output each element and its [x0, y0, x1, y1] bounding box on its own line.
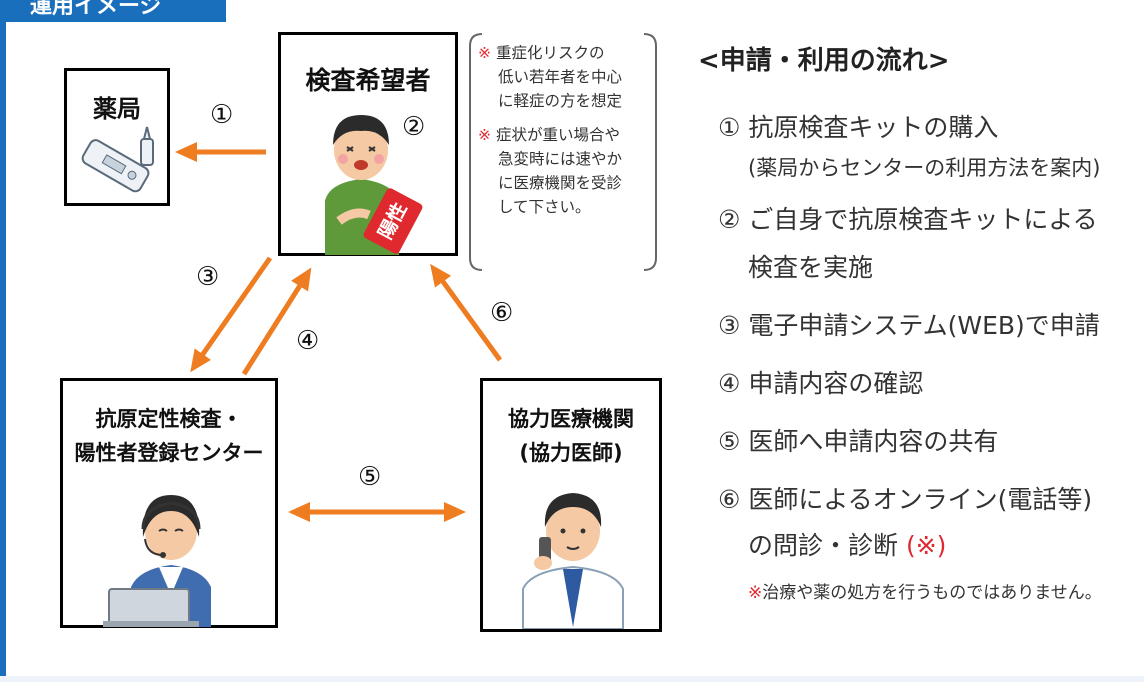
- flow-step-5-num: ⑤: [718, 427, 741, 456]
- operator-illustration: [103, 495, 211, 627]
- arrow-6: [430, 263, 503, 362]
- step-number-5: ⑤: [358, 462, 382, 492]
- flow-footnote: ※治療や薬の処方を行うものではありません。: [748, 578, 1102, 603]
- clinic-title-line1: 協力医療機関: [508, 407, 634, 431]
- note-para2-line1: 症状が重い場合や: [495, 126, 620, 144]
- note-brackets: [469, 33, 657, 271]
- frame-border: [0, 0, 6, 682]
- flow-step-1-num: ①: [718, 113, 741, 142]
- pharmacy-box: 薬局: [64, 68, 170, 206]
- note-para1-line3: に軽症の方を想定: [498, 92, 623, 110]
- flow-step-3-text: 電子申請システム(WEB)で申請: [748, 311, 1100, 340]
- arrow-4: [241, 267, 312, 376]
- flow-step-5-text: 医師へ申請内容の共有: [748, 427, 999, 456]
- bottom-strip: [0, 676, 1144, 682]
- flow-step-1-text: 抗原検査キットの購入: [748, 113, 999, 142]
- flow-step-6-num: ⑥: [718, 485, 741, 514]
- center-title-line2: 陽性者登録センター: [74, 441, 264, 465]
- step-number-6: ⑥: [490, 298, 514, 328]
- pharmacy-title: 薬局: [93, 95, 141, 123]
- footnote-mark: ※: [748, 583, 763, 603]
- step-number-4: ④: [296, 326, 320, 356]
- flow-step-2: ② ご自身で抗原検査キットによる: [718, 200, 1098, 236]
- flow-step-1-sub: (薬局からセンターの利用方法を案内): [748, 156, 1101, 180]
- applicant-box: 検査希望者 陽性: [278, 32, 458, 256]
- step-number-2: ②: [402, 112, 426, 142]
- clinic-title-line2: (協力医師): [519, 441, 623, 465]
- doctor-illustration: [522, 493, 624, 629]
- footnote-text: 治療や薬の処方を行うものではありません。: [762, 583, 1102, 603]
- flow-step-6: ⑥ 医師によるオンライン(電話等): [718, 480, 1092, 516]
- step-number-1: ①: [210, 100, 234, 130]
- flow-step-2-text: ご自身で抗原検査キットによる: [748, 205, 1098, 234]
- center-box: 抗原定性検査・ 陽性者登録センター: [60, 378, 278, 628]
- flow-step-6-sub: の問診・診断 (※): [748, 526, 946, 562]
- note-para2-line3: に医療機関を受診: [498, 174, 623, 192]
- arrow-3: [190, 256, 273, 373]
- flow-step-3-num: ③: [718, 311, 741, 340]
- note-para2-line2: 急変時には速やか: [498, 150, 623, 168]
- note-para1-line1: 重症化リスクの: [495, 44, 605, 62]
- flow-title: <申請・利用の流れ>: [698, 46, 950, 76]
- positive-badge-label: 陽性: [374, 199, 412, 243]
- note-para1-line2: 低い若年者を中心: [498, 68, 623, 86]
- header-tab-label: 運用イメージ: [30, 0, 162, 19]
- applicant-title: 検査希望者: [305, 66, 431, 95]
- flow-step-5: ⑤ 医師へ申請内容の共有: [718, 422, 998, 458]
- flow-step-6-sub-mark: (※): [905, 531, 947, 560]
- test-kit-icon: [81, 126, 154, 193]
- flow-step-6-text: 医師によるオンライン(電話等): [748, 485, 1093, 514]
- header-tab: 運用イメージ: [0, 0, 226, 22]
- caution-note: ※ 重症化リスクの 低い若年者を中心 に軽症の方を想定 ※ 症状が重い場合や 急…: [468, 32, 658, 272]
- flow-step-6-sub-text: の問診・診断: [748, 531, 899, 560]
- flow-step-1: ① 抗原検査キットの購入: [718, 108, 998, 144]
- note-mark-1: ※: [478, 44, 491, 62]
- flow-step-2-num: ②: [718, 205, 741, 234]
- sick-person-illustration: [325, 115, 399, 255]
- clinic-box: 協力医療機関 (協力医師): [480, 378, 662, 632]
- center-title-line1: 抗原定性検査・: [95, 407, 243, 431]
- flow-step-2-sub: 検査を実施: [748, 253, 874, 282]
- flow-step-4: ④ 申請内容の確認: [718, 364, 923, 400]
- flow-step-4-text: 申請内容の確認: [748, 369, 924, 398]
- flow-step-4-num: ④: [718, 369, 741, 398]
- flow-step-3: ③ 電子申請システム(WEB)で申請: [718, 306, 1100, 342]
- note-mark-2: ※: [478, 126, 491, 144]
- note-para2-line4: して下さい。: [498, 198, 591, 216]
- step-number-3: ③: [196, 262, 220, 292]
